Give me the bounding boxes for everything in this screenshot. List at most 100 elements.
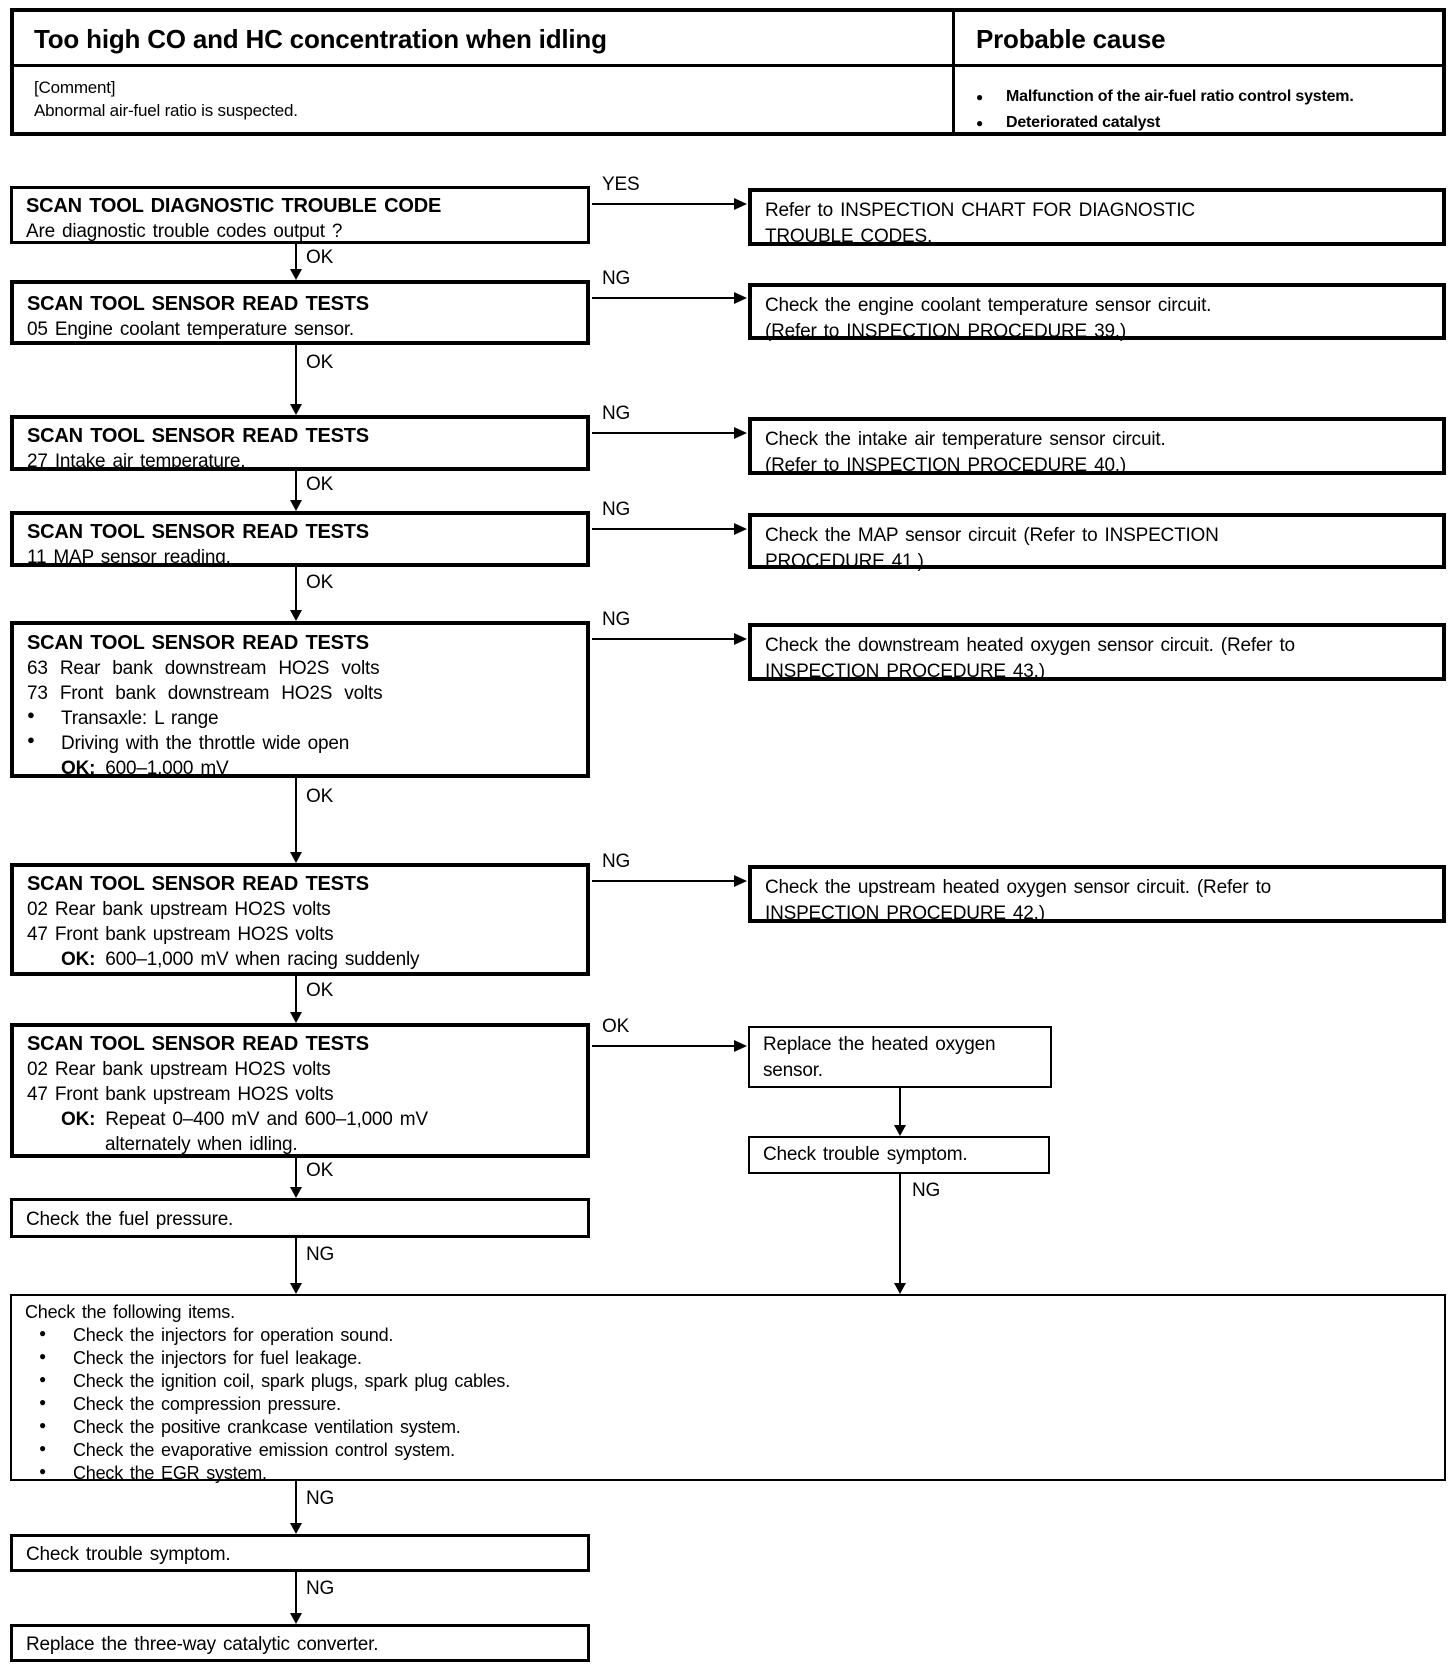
flow-line-ng	[295, 1481, 297, 1523]
branch-label-ng: NG	[602, 403, 631, 424]
probable-cause-text: Malfunction of the air-fuel ratio contro…	[1006, 88, 1354, 105]
result-line: Check the engine coolant temperature sen…	[765, 295, 1212, 316]
box-line: Check trouble symptom.	[26, 1544, 231, 1565]
check-item: Check the compression pressure.	[25, 1393, 1431, 1416]
arrow-down-icon	[894, 1283, 906, 1294]
branch-label-ng: NG	[912, 1180, 941, 1201]
arrow-down-icon	[290, 269, 302, 280]
box-title: SCAN TOOL SENSOR READ TESTS	[27, 293, 369, 315]
result-box-check-trouble-symptom: Check trouble symptom.	[748, 1136, 1050, 1174]
arrow-down-icon	[290, 1012, 302, 1023]
arrow-right-icon	[734, 875, 747, 887]
arrow-down-icon	[894, 1125, 906, 1136]
result-line: Check the downstream heated oxygen senso…	[765, 635, 1295, 656]
branch-label-yes: YES	[602, 174, 640, 195]
bullet-icon	[976, 110, 1006, 136]
arrow-down-icon	[290, 1283, 302, 1294]
flow-line-ok	[295, 1158, 297, 1187]
bullet-icon	[976, 84, 1006, 110]
flow-line-ng	[899, 1174, 901, 1283]
box-bullet-row: Transaxle: L range	[27, 706, 573, 731]
box-line: 27 Intake air temperature.	[27, 451, 246, 472]
flow-line-ok	[295, 778, 297, 852]
check-item-text: Check the compression pressure.	[73, 1394, 341, 1414]
flow-box-sensor-test-02-47-idling: SCAN TOOL SENSOR READ TESTS 02 Rear bank…	[10, 1023, 590, 1158]
flow-line-ok	[295, 345, 297, 404]
arrow-right-icon	[734, 1040, 747, 1052]
flow-box-check-items: Check the following items. Check the inj…	[10, 1294, 1446, 1483]
box-title: SCAN TOOL SENSOR READ TESTS	[27, 521, 369, 543]
branch-label-ng: NG	[602, 851, 631, 872]
result-box-upstream-ho2s: Check the upstream heated oxygen sensor …	[748, 865, 1446, 924]
bullet-icon	[27, 731, 61, 756]
box-ok-row: OK: Repeat 0–400 mV and 600–1,000 mV	[61, 1107, 573, 1132]
bullet-icon	[25, 1393, 73, 1416]
arrow-right-icon	[734, 633, 747, 645]
box-title: SCAN TOOL SENSOR READ TESTS	[27, 632, 369, 654]
result-box-replace-ho2s: Replace the heated oxygen sensor.	[748, 1026, 1052, 1088]
result-line: (Refer to INSPECTION PROCEDURE 39.)	[765, 321, 1127, 342]
result-box-dtc-chart: Refer to INSPECTION CHART FOR DIAGNOSTIC…	[748, 188, 1446, 247]
bullet-icon	[25, 1347, 73, 1370]
result-line: Check the intake air temperature sensor …	[765, 429, 1166, 450]
bullet-icon	[25, 1462, 73, 1485]
result-line: INSPECTION PROCEDURE 42.)	[765, 903, 1045, 924]
check-item-text: Check the injectors for operation sound.	[73, 1325, 394, 1345]
box-line: Driving with the throttle wide open	[61, 733, 350, 754]
bullet-icon	[25, 1416, 73, 1439]
result-line: INSPECTION PROCEDURE 43.)	[765, 661, 1045, 682]
comment-text: Abnormal air-fuel ratio is suspected.	[34, 101, 298, 120]
flow-line-ok	[295, 244, 297, 269]
ok-label: OK:	[61, 949, 96, 970]
arrow-down-icon	[290, 1613, 302, 1624]
check-item: Check the EGR system.	[25, 1462, 1431, 1485]
bullet-icon	[25, 1324, 73, 1347]
flow-line-ok	[592, 1045, 734, 1047]
ok-label: OK:	[61, 758, 96, 779]
branch-label-ng: NG	[602, 268, 631, 289]
ok-text: Repeat 0–400 mV and 600–1,000 mV	[105, 1109, 428, 1130]
branch-label-ok: OK	[306, 786, 334, 807]
flow-line-yes	[592, 203, 734, 205]
box-line: Check the fuel pressure.	[26, 1209, 234, 1230]
flow-box-check-trouble-symptom: Check trouble symptom.	[10, 1534, 590, 1572]
probable-cause-list: Malfunction of the air-fuel ratio contro…	[976, 84, 1354, 136]
flow-line-ng	[592, 432, 734, 434]
probable-cause-text: Deteriorated catalyst	[1006, 114, 1161, 131]
comment-label: [Comment]	[34, 78, 116, 97]
bullet-icon	[25, 1370, 73, 1393]
box-line: Replace the three-way catalytic converte…	[26, 1634, 379, 1655]
flow-line-ng	[592, 638, 734, 640]
arrow-right-icon	[734, 198, 747, 210]
flow-line-ng	[592, 528, 734, 530]
box-title: SCAN TOOL SENSOR READ TESTS	[27, 1033, 369, 1055]
table-column-divider	[952, 12, 955, 132]
result-line: Check the upstream heated oxygen sensor …	[765, 877, 1272, 898]
probable-cause-title: Probable cause	[976, 24, 1166, 54]
box-line: 47 Front bank upstream HO2S volts	[27, 1084, 334, 1105]
result-line: sensor.	[763, 1060, 823, 1081]
flow-line-ng	[592, 880, 734, 882]
result-box-intake-air-sensor: Check the intake air temperature sensor …	[748, 417, 1446, 476]
check-item-text: Check the ignition coil, spark plugs, sp…	[73, 1371, 511, 1391]
box-line: 63 Rear bank downstream HO2S volts	[27, 658, 380, 679]
arrow-down-icon	[290, 1187, 302, 1198]
symptom-header-table: Too high CO and HC concentration when id…	[10, 8, 1446, 136]
box-title: SCAN TOOL SENSOR READ TESTS	[27, 425, 369, 447]
symptom-title: Too high CO and HC concentration when id…	[34, 24, 607, 54]
box-bullet-row: Driving with the throttle wide open	[27, 731, 573, 756]
branch-label-ok: OK	[306, 247, 334, 268]
branch-label-ng: NG	[306, 1488, 335, 1509]
arrow-right-icon	[734, 523, 747, 535]
box-title: SCAN TOOL DIAGNOSTIC TROUBLE CODE	[26, 195, 442, 217]
branch-label-ok: OK	[306, 980, 334, 1001]
flow-box-sensor-test-63-73: SCAN TOOL SENSOR READ TESTS 63 Rear bank…	[10, 621, 590, 779]
result-line: Check trouble symptom.	[763, 1144, 968, 1165]
result-line: Check the MAP sensor circuit (Refer to I…	[765, 525, 1219, 546]
ok-text: 600–1,000 mV when racing suddenly	[105, 949, 420, 970]
result-line: (Refer to INSPECTION PROCEDURE 40.)	[765, 455, 1127, 476]
box-line: Transaxle: L range	[61, 708, 219, 729]
branch-label-ok: OK	[306, 474, 334, 495]
flow-line-ng	[592, 297, 734, 299]
